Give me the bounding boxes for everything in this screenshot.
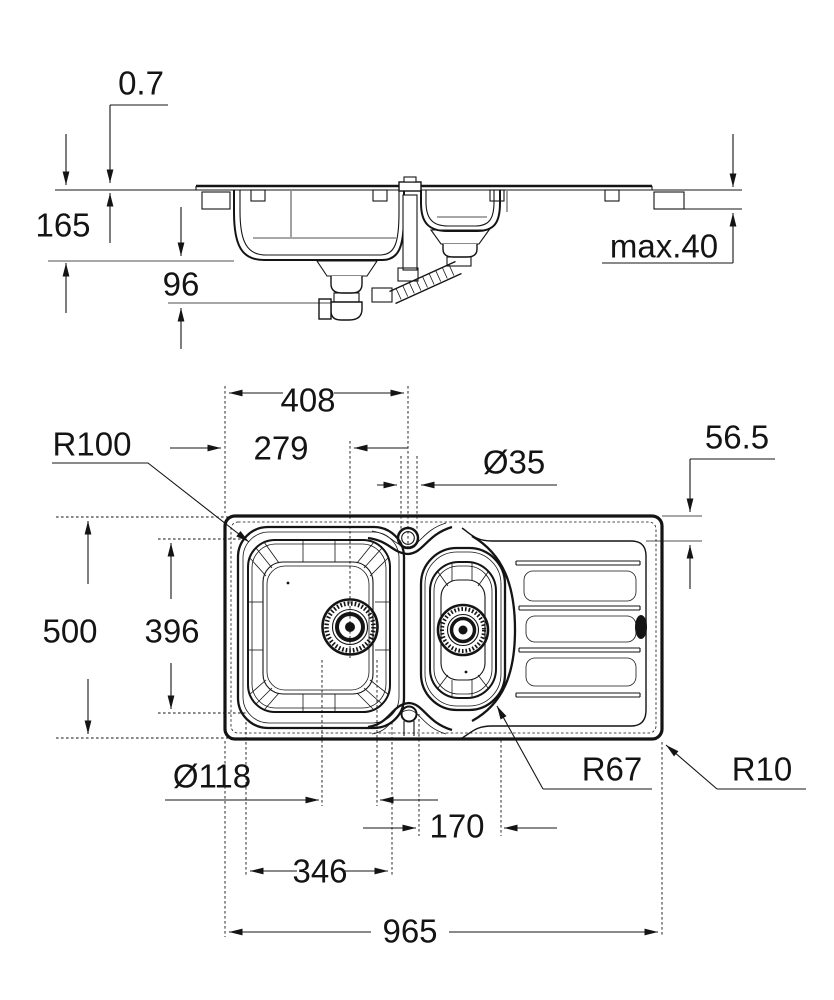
dim-corner-radius: R10 [665, 744, 806, 790]
dim-tap-hole: Ø35 [377, 444, 557, 489]
trap-outlet [318, 298, 332, 320]
dim-tap-offset: 408 [229, 382, 404, 419]
drainboard-grooves [515, 560, 641, 698]
dim-label-r10: R10 [732, 751, 793, 788]
dim-board-edge: 56.5 [686, 419, 775, 589]
large-bowl-inner-wall [239, 190, 400, 256]
large-drain-plan [321, 598, 379, 656]
dim-label-o35: Ø35 [483, 444, 545, 481]
sink-inner-rim [230, 521, 657, 734]
dim-label-346: 346 [292, 853, 347, 890]
drainboard [461, 527, 647, 739]
dim-rim-thickness: 0.7 [106, 65, 168, 243]
small-bowl-inner-wall [425, 190, 495, 227]
dim-drain-offset: 279 [170, 430, 408, 467]
dim-label-r100: R100 [53, 426, 132, 463]
small-drain-plan [436, 603, 490, 657]
mounting-clips [250, 189, 620, 202]
drainboard-panels [523, 570, 637, 687]
dim-small-bowl-width: 170 [363, 808, 557, 845]
overflow-pipe [402, 194, 418, 271]
large-bowl-plan [236, 525, 406, 730]
dim-counter-thickness: max.40 [602, 134, 737, 265]
rear-hole [400, 705, 418, 723]
dim-label-965: 965 [382, 913, 437, 950]
dim-bowl-radius: R100 [52, 426, 250, 543]
extension-lines [56, 386, 663, 937]
dim-drain-diameter: Ø118 [165, 758, 438, 804]
bowl-speck-2 [464, 670, 468, 674]
large-drain-assembly [315, 260, 379, 321]
dim-label-0-7: 0.7 [118, 65, 164, 102]
drainboard-outlet-mark [635, 615, 647, 639]
dim-label-max40: max.40 [610, 228, 718, 265]
tap-hole-fitting [398, 181, 422, 192]
dim-label-o118: Ø118 [173, 758, 251, 795]
dim-opening-depth: 396 [144, 543, 200, 709]
waist-curves [367, 522, 517, 735]
dim-label-396: 396 [144, 613, 199, 650]
counter-cut-hatch-right [653, 191, 685, 210]
dim-label-56-5: 56.5 [705, 419, 769, 456]
dim-label-408: 408 [280, 382, 335, 419]
dim-outlet-height: 96 [163, 207, 331, 349]
dim-label-165: 165 [35, 207, 90, 244]
corrugated-hose [371, 260, 462, 305]
dim-small-bowl-radius: R67 [496, 705, 652, 790]
bowl-wrap-curve [471, 535, 517, 723]
plan-view: 408 279 Ø35 56.5 R100 500 [42, 382, 806, 950]
dim-label-500: 500 [42, 613, 97, 650]
tap-hole-cap [403, 176, 417, 183]
large-bowl-facets [248, 541, 390, 711]
bowl-speck [286, 581, 290, 585]
small-drain-assembly [429, 229, 491, 267]
dim-label-170: 170 [429, 808, 484, 845]
dim-overall-depth: 500 [42, 521, 98, 734]
sink-outline [223, 514, 664, 741]
dim-opening-width: 346 [250, 853, 388, 890]
dim-overall-width: 965 [229, 913, 658, 950]
small-bowl-outer-wall [420, 190, 501, 232]
dim-label-96: 96 [163, 266, 200, 303]
overflow-coupling [397, 267, 419, 282]
small-bowl-facets [437, 563, 489, 698]
section-view: 0.7 165 96 max.40 [35, 65, 742, 349]
counter-cut-hatch-left [201, 191, 231, 210]
small-bowl-plan [419, 546, 507, 712]
dim-label-279: 279 [253, 430, 308, 467]
dim-label-r67: R67 [582, 751, 643, 788]
dim-bowl-depth: 165 [35, 134, 234, 313]
